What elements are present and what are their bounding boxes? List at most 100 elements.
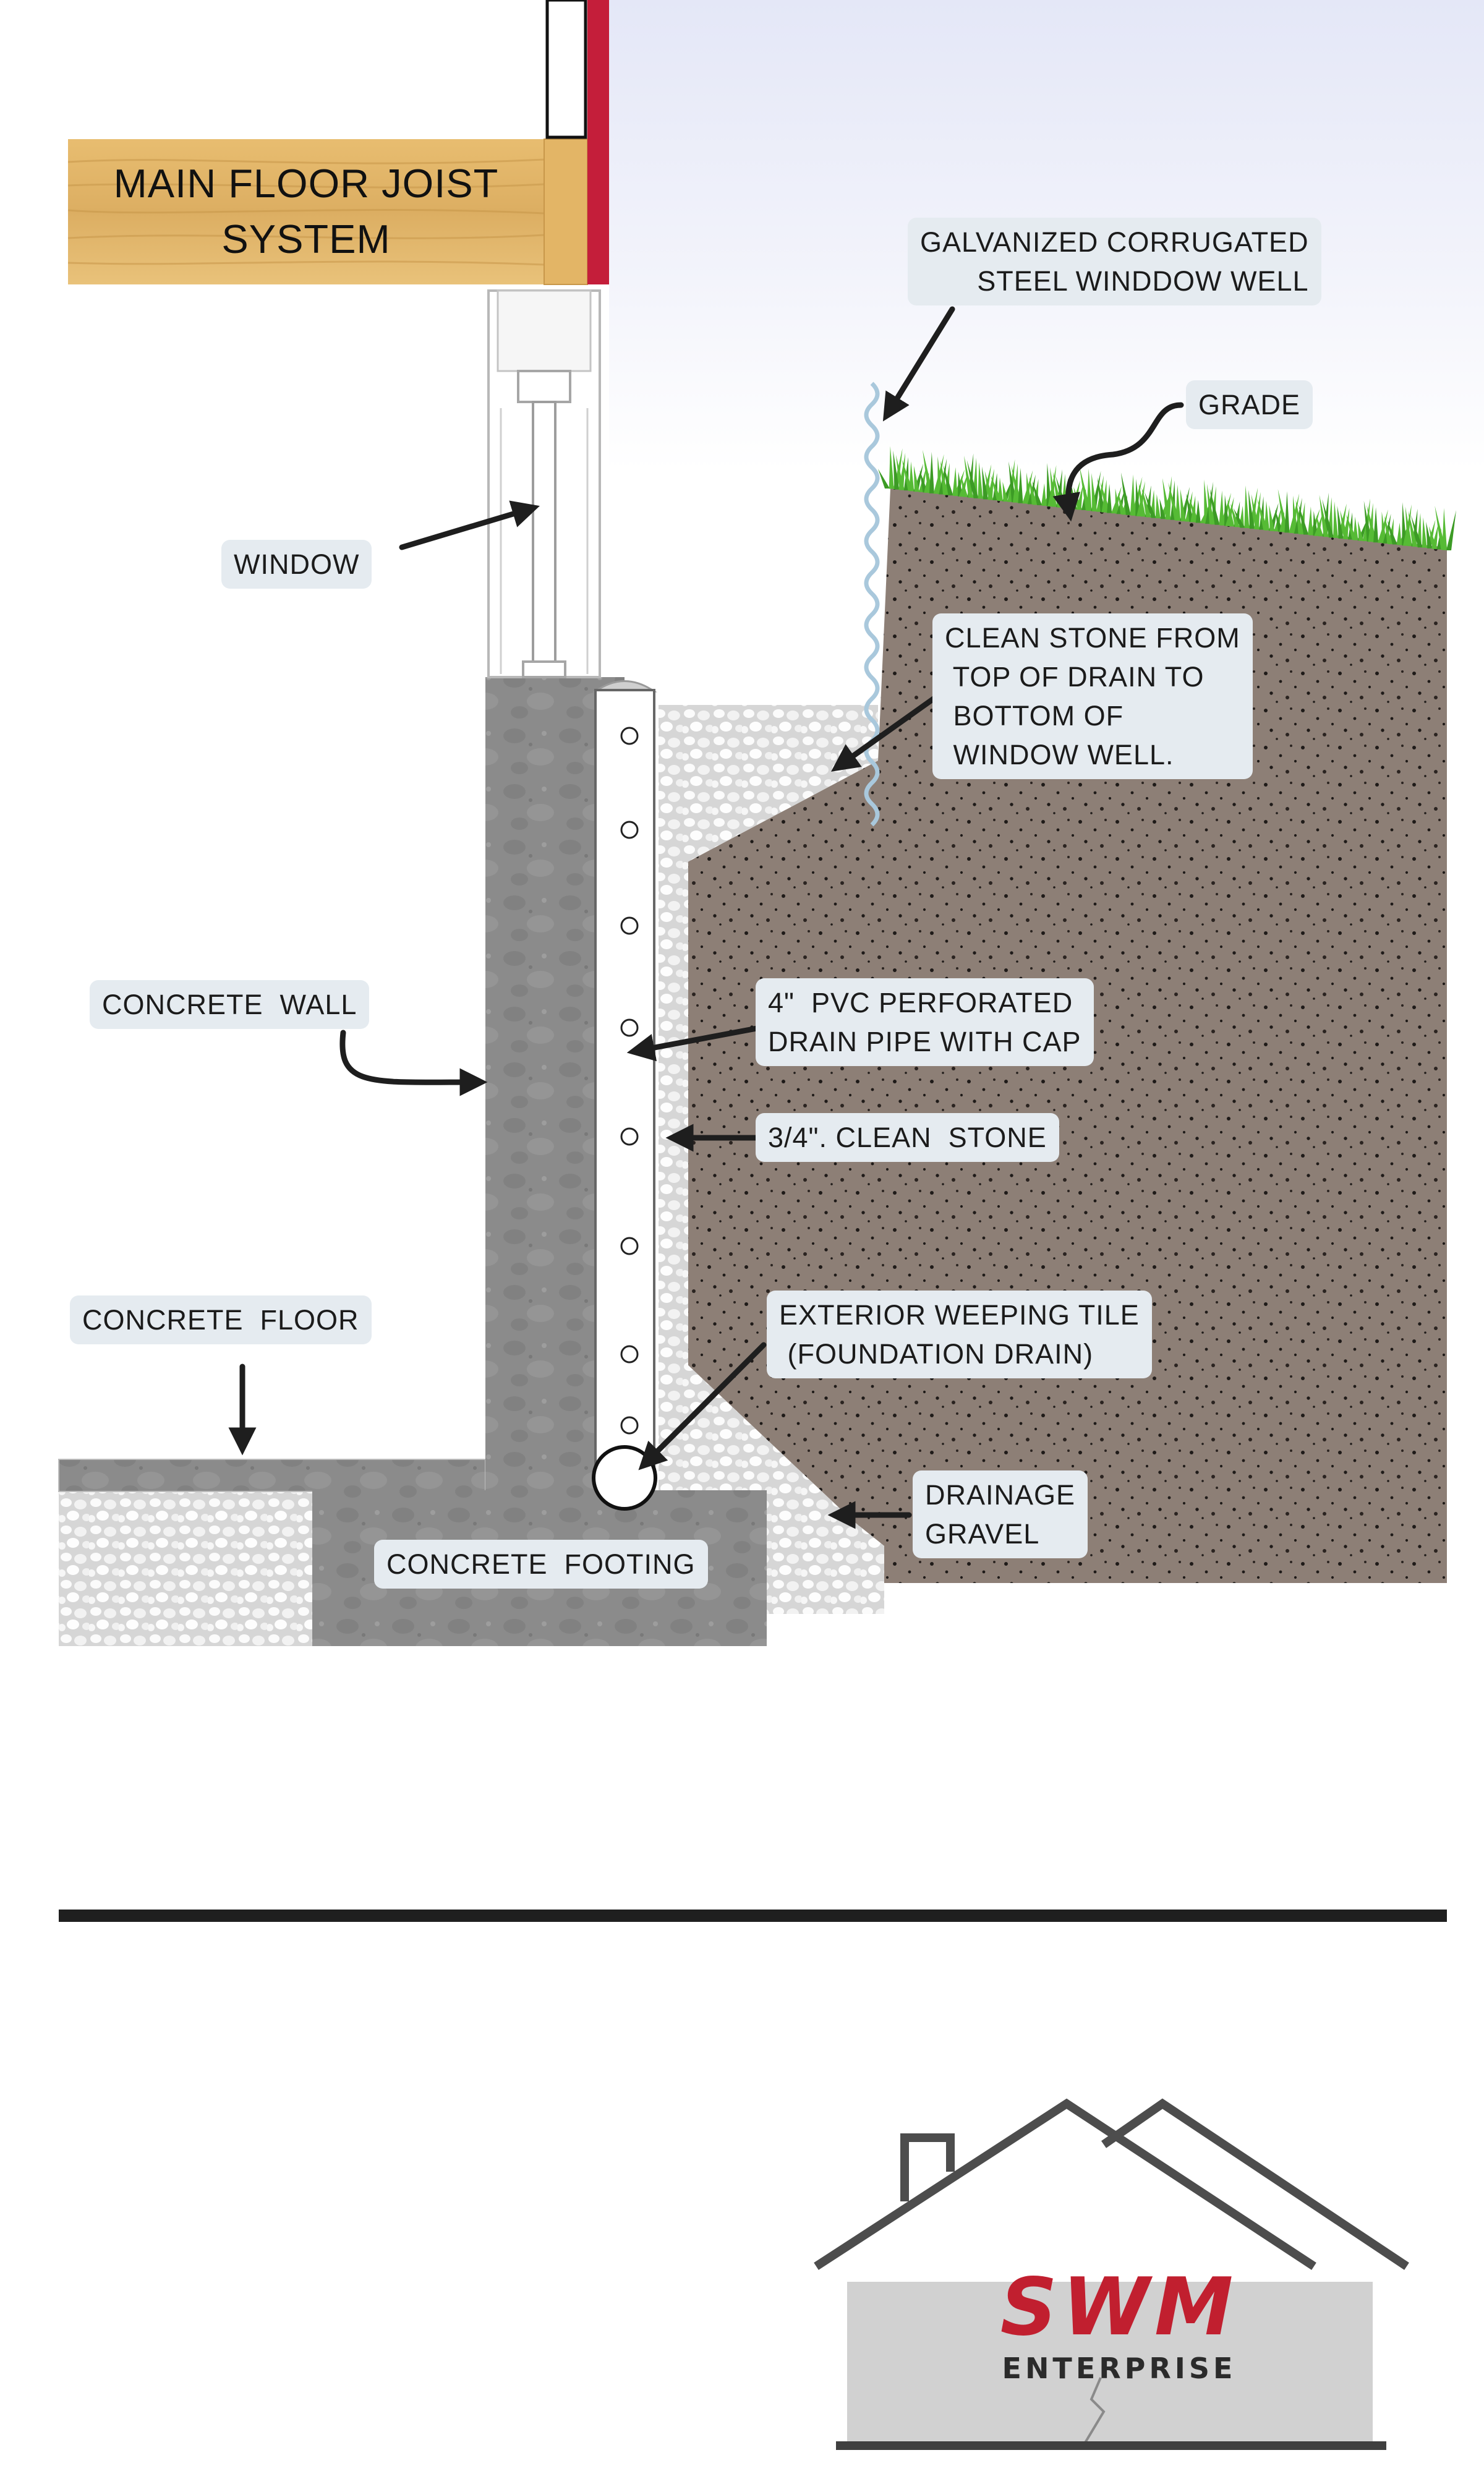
grass-blade bbox=[1041, 483, 1046, 506]
grass-blade bbox=[878, 469, 890, 489]
grass-blade bbox=[1264, 500, 1269, 531]
grass-blade bbox=[1442, 508, 1448, 550]
grass-blade bbox=[1298, 504, 1309, 535]
grass-blade bbox=[1410, 515, 1423, 548]
grass-blade bbox=[1358, 521, 1364, 541]
perforation-hole bbox=[620, 1018, 639, 1037]
swm-logo bbox=[814, 2098, 1409, 2450]
grass-blade bbox=[1141, 487, 1151, 518]
rim-joist bbox=[544, 139, 588, 285]
grass-blade bbox=[1227, 499, 1235, 527]
grass-blade bbox=[1159, 498, 1166, 519]
perforation-hole bbox=[620, 1237, 639, 1255]
corrugated-window-well bbox=[864, 382, 880, 827]
grass-blade bbox=[1269, 505, 1275, 531]
grass-blade bbox=[889, 446, 894, 489]
grass-blade bbox=[1353, 516, 1358, 540]
arrow-icon bbox=[638, 1342, 767, 1470]
grass-blade bbox=[913, 466, 919, 492]
perforation-hole bbox=[620, 1416, 639, 1435]
perforation-hole bbox=[620, 1345, 639, 1364]
grass-blade bbox=[997, 477, 1003, 501]
clean-stone-column bbox=[659, 705, 688, 1490]
perforation-hole bbox=[620, 727, 639, 745]
grass-blade bbox=[1002, 482, 1009, 502]
arrow-icon bbox=[1052, 402, 1184, 522]
grass-blade bbox=[1086, 468, 1092, 511]
grass-blade bbox=[1396, 523, 1402, 545]
grass-blade bbox=[1373, 507, 1379, 543]
grass-blade bbox=[909, 461, 915, 492]
arrow-icon bbox=[882, 306, 955, 422]
perforation-hole bbox=[620, 1127, 639, 1146]
grass-blade bbox=[1244, 485, 1250, 529]
pipe-perforations bbox=[620, 727, 639, 1435]
grass-blade bbox=[978, 462, 983, 499]
wood-grain bbox=[67, 158, 545, 266]
grass-blade bbox=[1144, 492, 1156, 518]
label-concrete-wall: CONCRETE WALL bbox=[90, 980, 370, 1029]
grass-blade bbox=[1091, 473, 1098, 512]
grass-blade bbox=[1408, 511, 1418, 547]
grass-blade bbox=[1155, 494, 1161, 519]
arrow-icon bbox=[830, 685, 952, 772]
grass-icon bbox=[878, 446, 1456, 550]
grass-blade bbox=[1175, 484, 1181, 521]
label-concrete-footing: CONCRETE FOOTING bbox=[374, 1540, 708, 1589]
logo-base-line bbox=[836, 2441, 1386, 2450]
grass-blade bbox=[1180, 489, 1186, 521]
basement-window bbox=[487, 289, 601, 678]
grass-blade bbox=[1428, 526, 1438, 549]
grass-blade bbox=[1032, 480, 1043, 505]
grass-blade bbox=[1138, 483, 1146, 517]
label-grade: GRADE bbox=[1186, 380, 1313, 429]
grass-blade bbox=[1422, 517, 1427, 548]
grass-blade bbox=[1120, 472, 1131, 515]
crack-line bbox=[1084, 2377, 1106, 2444]
grass-blade bbox=[1251, 494, 1260, 530]
label-clean-stone: 3/4". CLEAN STONE bbox=[756, 1113, 1059, 1162]
logo-subtitle-text: ENTERPRISE bbox=[1002, 2352, 1237, 2385]
grass-blade bbox=[1162, 478, 1171, 520]
concrete-floor-slab bbox=[58, 1459, 486, 1492]
grass-blade bbox=[1230, 503, 1240, 527]
grass-blade bbox=[961, 476, 968, 497]
grass-blade bbox=[1337, 505, 1344, 539]
grass-blade bbox=[982, 466, 989, 500]
grass-blade bbox=[943, 465, 953, 496]
grass-blade bbox=[929, 451, 934, 493]
grass-blade bbox=[1307, 506, 1313, 536]
joist-system-label: MAIN FLOOR JOIST SYSTEM bbox=[113, 161, 499, 262]
arrow-icon bbox=[339, 1030, 488, 1096]
grass-blade bbox=[1387, 520, 1397, 545]
weeping-tile bbox=[592, 1445, 657, 1511]
arrow-icon bbox=[399, 500, 540, 550]
drainage-gravel bbox=[686, 1364, 884, 1614]
under-floor-gravel bbox=[59, 1492, 312, 1646]
callout-arrows bbox=[228, 306, 1184, 1529]
grass-blade bbox=[1219, 490, 1224, 526]
grass-blade bbox=[1195, 500, 1201, 523]
grass-blade bbox=[1322, 499, 1334, 538]
grass-blade bbox=[1107, 484, 1112, 513]
grass-blade bbox=[984, 471, 994, 500]
grass-blade bbox=[1316, 515, 1324, 537]
grass-blade bbox=[1340, 510, 1349, 540]
grass-blade bbox=[952, 467, 958, 496]
logo-panel bbox=[847, 2282, 1373, 2444]
pvc-drain-pipe bbox=[592, 680, 657, 1472]
grass-blade bbox=[964, 455, 974, 498]
grass-blade bbox=[966, 459, 979, 498]
grass-blade bbox=[1130, 474, 1135, 516]
clean-stone-top bbox=[659, 705, 878, 863]
grass-blade bbox=[1405, 506, 1412, 547]
label-pvc-pipe: 4" PVC PERFORATED DRAIN PIPE WITH CAP bbox=[756, 978, 1094, 1066]
grass-blade bbox=[1426, 521, 1433, 548]
grass-blade bbox=[893, 450, 900, 490]
perforation-hole bbox=[620, 916, 639, 935]
sill-plate bbox=[545, 0, 587, 139]
label-weeping-tile: EXTERIOR WEEPING TILE (FOUNDATION DRAIN) bbox=[767, 1291, 1152, 1378]
label-concrete-floor: CONCRETE FLOOR bbox=[70, 1295, 372, 1344]
